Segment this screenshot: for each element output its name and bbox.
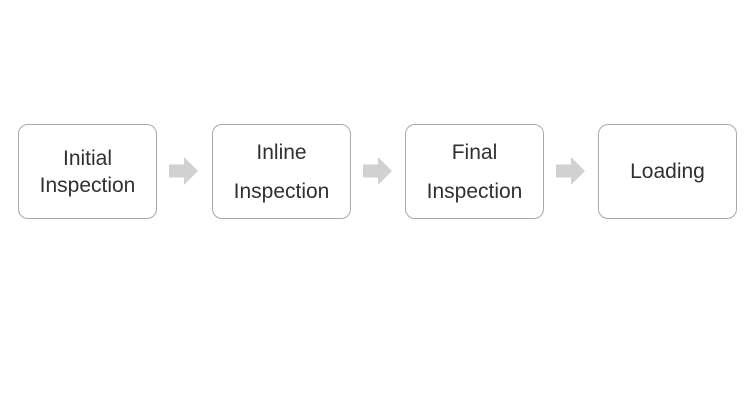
step-label-line: Loading: [630, 160, 705, 183]
process-step-loading: Loading: [598, 124, 737, 219]
step-label-line: Inspection: [39, 173, 136, 197]
step-label-line: Initial: [62, 146, 113, 170]
right-arrow-shape: [556, 157, 585, 185]
step-label-line: Final: [451, 140, 498, 164]
right-arrow-shape: [363, 157, 392, 185]
right-arrow-shape: [169, 157, 198, 185]
process-step-inline-inspection: Inline Inspection: [212, 124, 351, 219]
right-arrow-icon: [363, 157, 392, 185]
step-label-line: Inline: [256, 140, 307, 164]
step-label-line: Inspection: [233, 179, 330, 203]
process-step-initial-inspection: Initial Inspection: [18, 124, 157, 219]
process-step-final-inspection: Final Inspection: [405, 124, 544, 219]
right-arrow-icon: [169, 157, 198, 185]
right-arrow-icon: [556, 157, 585, 185]
step-label-line: Inspection: [426, 179, 523, 203]
